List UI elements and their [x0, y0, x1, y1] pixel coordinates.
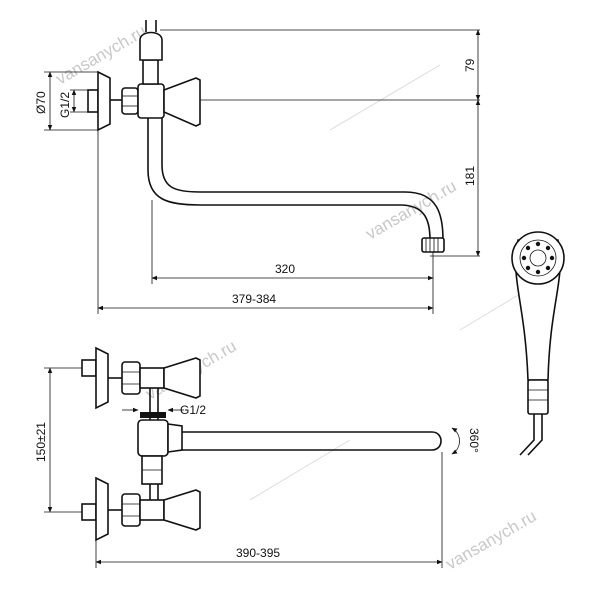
- dim-thread-top: G1/2: [58, 92, 72, 118]
- mixer-body-front: [137, 419, 169, 457]
- watermark-2: vansanych.ru: [363, 176, 460, 243]
- dim-flange-diameter: Ø70: [34, 91, 48, 114]
- dim-top-height: 79: [463, 58, 477, 72]
- dim-spout-reach: 320: [275, 262, 295, 276]
- wall-flange-top: [87, 89, 99, 113]
- hand-shower: [511, 231, 565, 456]
- dim-rotation: 360°: [467, 428, 481, 453]
- handle-front-lower: [163, 489, 201, 531]
- watermark-4: vansanych.ru: [443, 506, 540, 573]
- dim-front-reach: 390-395: [236, 546, 280, 560]
- dim-total-reach: 379-384: [232, 292, 276, 306]
- handle-front-upper: [163, 357, 201, 399]
- mixer-body: [137, 83, 165, 119]
- spout-outline: [147, 118, 431, 241]
- front-view: 150±21 G1/2 360° 390-395: [34, 346, 481, 568]
- dim-thread-front: G1/2: [180, 403, 206, 417]
- side-view: Ø70 G1/2 79 181 320 379-384: [34, 20, 481, 314]
- dim-spout-height: 181: [463, 166, 477, 186]
- spout-front: [182, 431, 442, 451]
- handle-top: [163, 77, 201, 127]
- dim-axis-distance: 150±21: [34, 422, 48, 462]
